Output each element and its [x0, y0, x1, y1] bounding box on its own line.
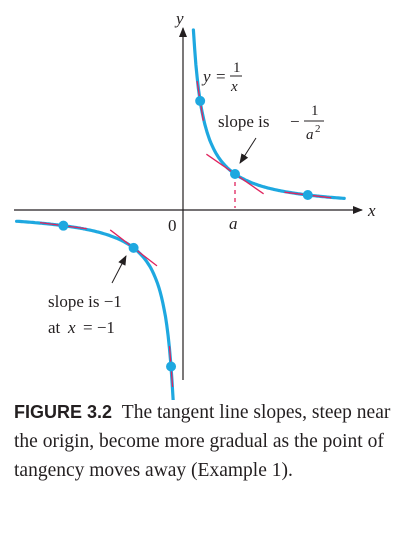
curve-equation-label: y = 1 x	[201, 60, 242, 95]
curve-equation-y: y	[201, 67, 211, 86]
slope-minus1-label: slope is −1 at x = −1	[48, 292, 122, 337]
tangency-point	[166, 361, 177, 372]
slope-a-denominator: a	[306, 127, 314, 143]
curve-equation-denominator: x	[230, 79, 238, 95]
curve-equation-eq: =	[216, 67, 226, 86]
tangent-lines	[39, 80, 332, 387]
figure-caption: FIGURE 3.2 The tangent line slopes, stee…	[14, 398, 406, 485]
curve-equation-numerator: 1	[233, 60, 241, 76]
caption-text: The tangent line slopes, steep near the …	[14, 402, 391, 481]
tangency-point	[195, 95, 206, 106]
slope-a-sign: −	[290, 112, 300, 131]
slope-minus1-line1: slope is −1	[48, 292, 122, 311]
slope-a-numerator: 1	[311, 103, 319, 119]
origin-label: 0	[168, 216, 177, 235]
a-tick-label: a	[229, 214, 238, 233]
caption-label: FIGURE 3.2	[14, 402, 113, 422]
tangency-point	[230, 169, 240, 179]
slope-minus1-line2-suffix: = −1	[83, 318, 115, 337]
tangency-point	[128, 242, 139, 253]
slope-minus1-line2-var: x	[67, 318, 76, 337]
x-axis-label: x	[367, 201, 376, 220]
graph-canvas: x y 0 a y = 1 x slope is − 1 a 2	[14, 9, 376, 400]
figure: x y 0 a y = 1 x slope is − 1 a 2	[14, 9, 376, 400]
slope-a-text: slope is	[218, 112, 269, 131]
slope-a-label: slope is − 1 a 2	[218, 103, 324, 143]
tangency-point	[302, 190, 313, 200]
y-axis-label: y	[174, 9, 184, 28]
slope-a-arrow	[239, 137, 257, 164]
slope-minus1-line2-prefix: at	[48, 318, 61, 337]
tangency-point	[58, 220, 69, 231]
slope-a-exponent: 2	[315, 123, 321, 135]
slope-minus1-arrow	[111, 255, 127, 284]
tangency-points	[58, 95, 313, 372]
